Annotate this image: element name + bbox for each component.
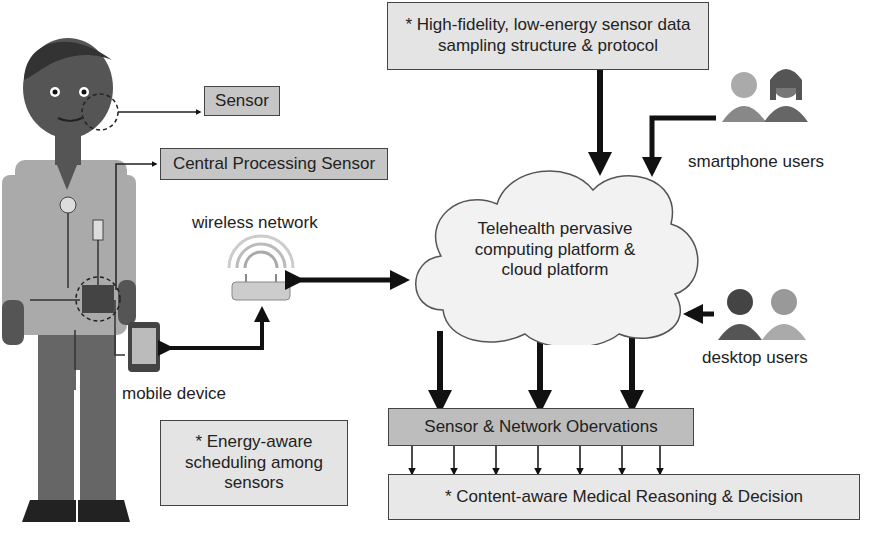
connector-arrow [621,446,623,474]
processing-box: Central Processing Sensor [160,148,388,180]
text-label: mobile device [122,384,226,404]
network-link [300,278,405,283]
mobile-device-icon [128,322,160,372]
note-box: * Energy-aware scheduling among sensors [160,420,348,506]
connector-arrow [495,446,497,474]
node-text: Sensor & Network Obervations [424,417,657,438]
node-text: * High-fidelity, low-energy sensor data … [396,15,700,56]
protocol-box: * High-fidelity, low-energy sensor data … [387,2,709,70]
node-text: Central Processing Sensor [173,154,375,175]
sensor-box: Sensor [204,86,280,116]
cloud-shape: Telehealth pervasive computing platform … [405,160,705,345]
connector-arrow [597,70,603,170]
connector-arrow [629,331,635,408]
text-label: wireless network [192,213,318,233]
connector-arrow [437,331,443,408]
connector-arrow [411,446,413,474]
connector-arrow [537,446,539,474]
network-link [170,310,262,348]
user-link [688,312,714,317]
text-label: desktop users [702,348,808,368]
node-text: Sensor [215,91,269,112]
smartphone-users-icon [722,69,808,122]
node-text: * Content-aware Medical Reasoning & Deci… [445,487,803,508]
node-text: Telehealth pervasive computing platform … [460,219,650,281]
text-label: smartphone users [688,152,824,172]
connector-arrow [659,446,661,474]
router-icon [229,236,293,300]
observation-box: Sensor & Network Obervations [388,408,694,446]
connector-arrow [453,446,455,474]
decision-box: * Content-aware Medical Reasoning & Deci… [388,474,860,520]
node-text: * Energy-aware scheduling among sensors [169,432,339,494]
connector-arrow [579,446,581,474]
desktop-users-icon [718,289,806,340]
